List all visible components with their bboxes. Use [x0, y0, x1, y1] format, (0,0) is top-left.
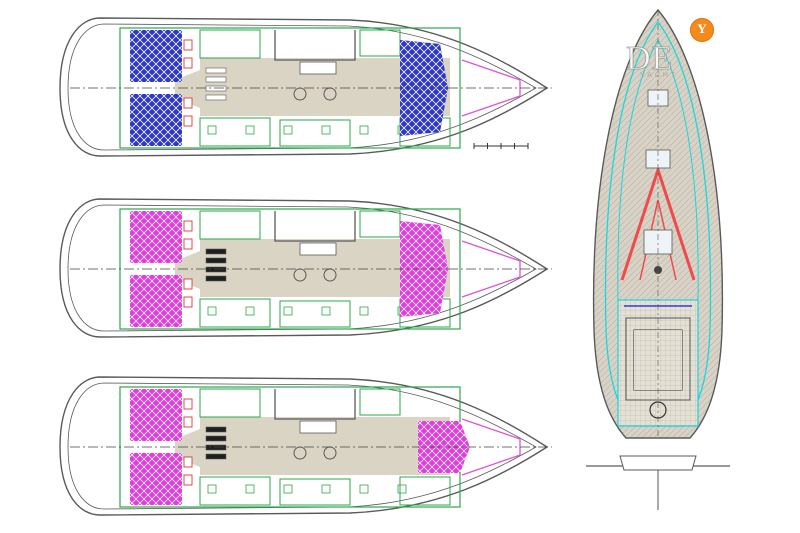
layout-3-cabin — [59, 198, 552, 338]
companionway-steps — [205, 248, 227, 282]
settee-starboard-cab — [279, 478, 351, 506]
locker — [207, 306, 217, 316]
nav-station — [199, 298, 271, 328]
locker — [207, 125, 217, 135]
pillow — [183, 474, 193, 486]
locker — [359, 125, 369, 135]
logo-glyph: Y — [697, 21, 707, 36]
locker — [397, 484, 407, 494]
hull-inner-line — [67, 23, 537, 151]
wardrobe-fwd — [359, 388, 401, 416]
locker — [283, 125, 293, 135]
companionway-steps — [205, 67, 227, 101]
pillow — [183, 115, 193, 127]
settee-u — [274, 30, 356, 61]
companionway-steps — [205, 426, 227, 460]
locker — [321, 125, 331, 135]
locker — [245, 306, 255, 316]
locker — [207, 484, 217, 494]
pillow — [183, 238, 193, 250]
pillow — [183, 296, 193, 308]
hull-inner-line — [67, 204, 537, 332]
brand-logo-icon: Y — [690, 18, 714, 42]
pillow — [183, 220, 193, 232]
shrouds — [620, 165, 696, 281]
galley-top — [199, 29, 261, 59]
swim-platform — [619, 455, 697, 471]
nav-station — [199, 117, 271, 147]
settee-starboard-cab — [279, 300, 351, 328]
pillow — [183, 57, 193, 69]
pillow — [183, 416, 193, 428]
locker — [359, 484, 369, 494]
scale-bar — [473, 143, 529, 149]
layout-4-cabin — [59, 376, 552, 516]
saloon-table — [299, 420, 337, 434]
galley-top — [199, 210, 261, 240]
nav-station — [199, 476, 271, 506]
deck-plan — [586, 8, 730, 510]
pillow — [183, 398, 193, 410]
cockpit-benches — [625, 317, 691, 401]
galley-top — [199, 388, 261, 418]
settee-u — [274, 389, 356, 420]
locker — [321, 306, 331, 316]
locker — [245, 484, 255, 494]
pillow — [183, 456, 193, 468]
layout-2-cabin — [59, 17, 552, 157]
pillow — [183, 278, 193, 290]
saloon-table — [299, 242, 337, 256]
head-fwd — [399, 476, 451, 506]
locker — [321, 484, 331, 494]
locker — [359, 306, 369, 316]
locker — [283, 306, 293, 316]
settee-u — [274, 211, 356, 242]
mast-icon — [654, 266, 662, 274]
pillow — [183, 97, 193, 109]
pillow — [183, 39, 193, 51]
locker — [283, 484, 293, 494]
saloon-table — [299, 61, 337, 75]
settee-starboard-cab — [279, 119, 351, 147]
locker — [245, 125, 255, 135]
hull-inner-line — [67, 382, 537, 510]
